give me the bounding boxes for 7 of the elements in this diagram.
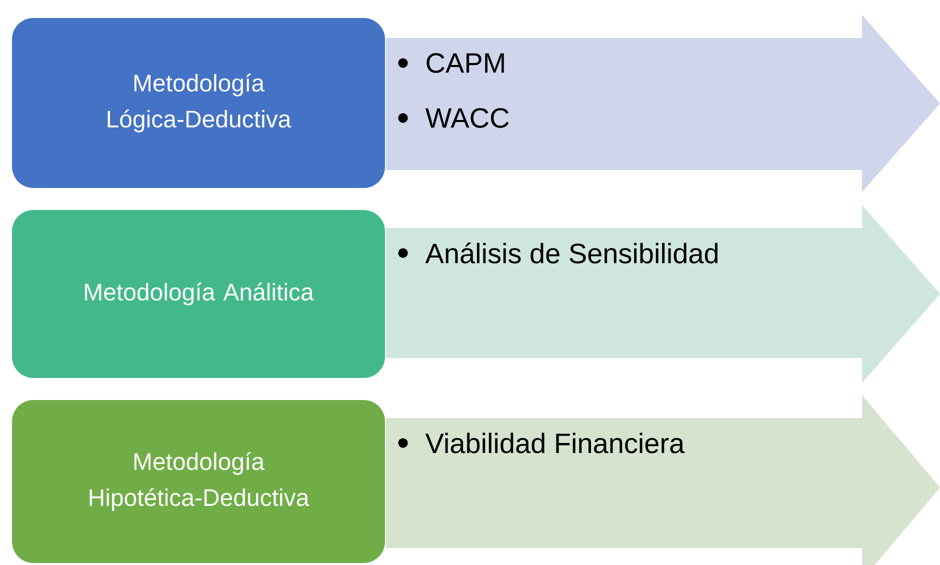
list-item: CAPM [426,53,504,73]
method-box: Metodología Análitica [12,210,385,378]
method-box: Metodología Hipotética-Deductiva [12,400,385,563]
method-box: Metodología Lógica-Deductiva [12,18,385,188]
list-item: Análisis de Sensibilidad [425,242,718,264]
list-item: WACC [425,108,509,128]
list-item: Viabilidad Financiera [425,432,685,454]
